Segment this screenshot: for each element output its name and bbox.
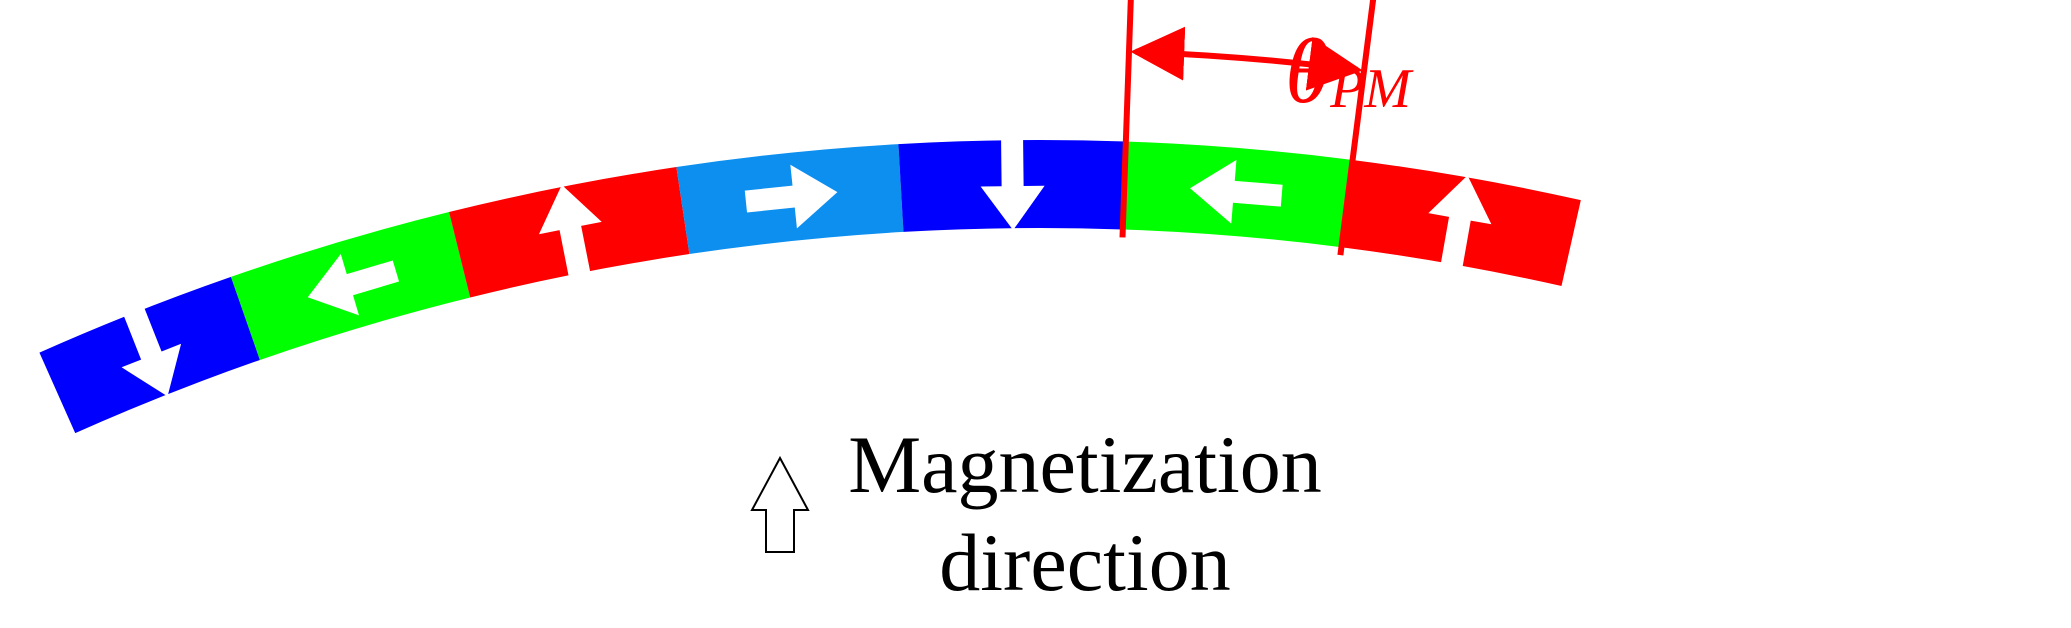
magnetization-arrow-1 [121, 306, 182, 397]
magnetization-arrow-4 [744, 164, 838, 229]
theta-boundary-line-left [1119, 0, 1134, 238]
theta-subscript: PM [1329, 58, 1414, 120]
magnetization-arrows [121, 138, 1492, 397]
theta-boundary-line-right [1337, 0, 1377, 256]
theta-pm-annotation: θPM [1119, 0, 1414, 256]
theta-symbol: θ [1285, 20, 1330, 122]
legend-arrow-icon [750, 455, 810, 553]
theta-angle-arc [1130, 26, 1363, 91]
legend-line-2: direction [939, 517, 1230, 608]
legend-line-1: Magnetization [848, 419, 1322, 510]
magnetization-arrow-6 [1190, 159, 1283, 224]
magnetization-arrow-2 [307, 253, 400, 316]
magnetization-arrow-7 [1428, 175, 1492, 268]
magnetization-arrow-5 [980, 138, 1045, 231]
magnetization-arrow-3 [538, 184, 602, 278]
legend: Magnetization direction [750, 419, 1322, 608]
theta-pm-label: θPM [1285, 20, 1414, 122]
